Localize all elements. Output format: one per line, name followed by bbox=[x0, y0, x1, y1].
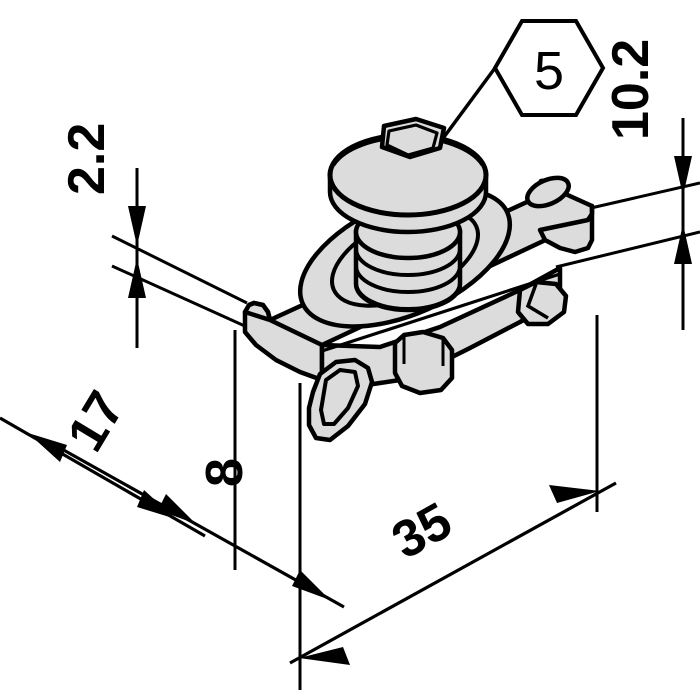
plate-notch-left bbox=[248, 300, 273, 321]
tab-front-body bbox=[392, 329, 455, 396]
arrow-10-2-top bbox=[674, 156, 692, 196]
tab-front-edges bbox=[402, 335, 445, 366]
plate-notch-right bbox=[525, 175, 571, 209]
callout-leader-line bbox=[442, 66, 497, 139]
dimension-2-2: 2.2 bbox=[58, 123, 248, 348]
dimension-10-2: 10.2 bbox=[555, 39, 700, 330]
ext-line-2-2-top bbox=[111, 234, 248, 305]
hex-socket-inner bbox=[385, 123, 439, 157]
dim-label-10-2: 10.2 bbox=[602, 39, 660, 140]
plate-front-chamfer bbox=[321, 272, 561, 353]
dim-label-2-2: 2.2 bbox=[58, 123, 116, 195]
plate-right-wall bbox=[537, 203, 595, 255]
ext-line-10-2-bottom bbox=[555, 230, 700, 269]
arrow-2-2-top bbox=[128, 206, 146, 246]
hex-socket bbox=[379, 116, 447, 160]
plate-left-wall bbox=[242, 309, 325, 383]
bottom-extension-lines bbox=[233, 315, 599, 690]
thread-ring-3 bbox=[354, 282, 462, 311]
callout-value: 5 bbox=[534, 41, 564, 101]
dim-label-8: 8 bbox=[196, 458, 254, 487]
arrow-2-2-bottom bbox=[128, 258, 146, 298]
arrow-35-left bbox=[299, 647, 350, 665]
spring-tab-left-inner bbox=[319, 368, 360, 426]
spring-tab-right-edges bbox=[525, 283, 549, 320]
arrow-10-2-bottom bbox=[674, 224, 692, 264]
thread-ring-1 bbox=[354, 248, 462, 277]
spring-tab-right-body bbox=[515, 279, 569, 327]
retaining-tab-front bbox=[392, 329, 455, 396]
arrow-35-right bbox=[549, 485, 600, 503]
screw-button-head bbox=[327, 132, 489, 235]
arrow-8-left bbox=[158, 494, 196, 524]
dim-line-35 bbox=[289, 481, 617, 665]
arrow-17-left bbox=[28, 433, 67, 462]
part-assembly bbox=[242, 116, 595, 443]
dimension-8: 8 bbox=[59, 446, 345, 609]
arrow-8-right bbox=[292, 570, 330, 600]
spring-tab-left bbox=[306, 357, 375, 443]
thread-ring-2 bbox=[354, 265, 462, 294]
spring-tab-right bbox=[515, 279, 569, 327]
callout-hexagon-5: 5 bbox=[442, 19, 606, 139]
